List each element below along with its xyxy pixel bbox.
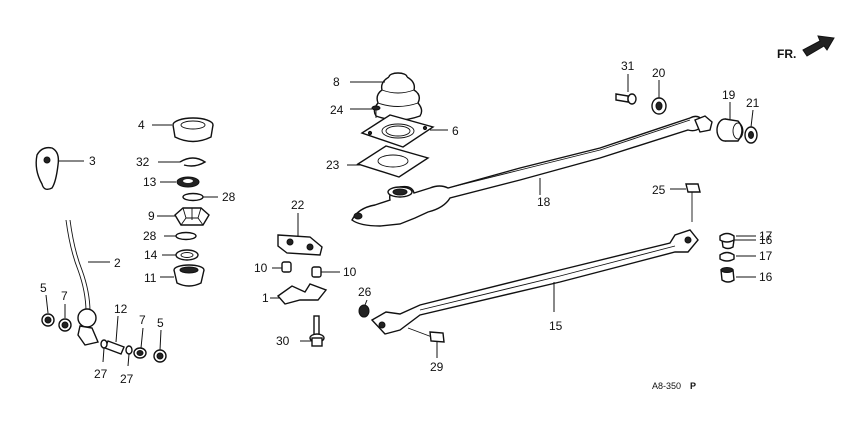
callout-16-upper: 16 xyxy=(759,233,773,247)
shift-knob-part: 3 xyxy=(35,146,96,191)
callout-14: 14 xyxy=(144,248,158,262)
washer-27-right-part: 27 xyxy=(120,345,134,386)
collar-12-part: 12 xyxy=(104,302,128,355)
callout-8: 8 xyxy=(333,75,340,89)
boot-8-part: 8 xyxy=(333,72,423,121)
callout-16-lower: 16 xyxy=(759,270,773,284)
nut-5-left-part: 5 xyxy=(40,281,55,327)
front-arrow-icon xyxy=(802,35,835,57)
stay-1-part: 1 xyxy=(262,283,328,305)
callout-17-lower: 17 xyxy=(759,249,773,263)
diagram-code: A8-350 P xyxy=(652,381,696,391)
ring-14-part: 14 xyxy=(144,248,199,262)
callout-21: 21 xyxy=(746,96,760,110)
callout-24: 24 xyxy=(330,103,344,117)
gasket-23-part: 23 xyxy=(326,145,430,178)
bolt-25-part: 25 xyxy=(652,183,701,222)
holder-11-part: 11 xyxy=(144,264,205,287)
callout-17-upper: 17 xyxy=(759,229,773,243)
bolt-31-part: 31 xyxy=(615,59,637,105)
callout-28-lower: 28 xyxy=(143,229,157,243)
callout-13: 13 xyxy=(143,175,157,189)
callout-10-right: 10 xyxy=(343,265,357,279)
front-direction-indicator: FR. xyxy=(777,35,835,61)
shift-rod-18-part: 18 xyxy=(351,115,713,227)
bracket-22-part: 22 xyxy=(277,198,323,256)
washer-27-left-part: 27 xyxy=(94,339,108,381)
bushing-7-left-part: 7 xyxy=(58,289,72,332)
clip-part: 32 xyxy=(136,155,207,169)
select-rod-15-part: 15 xyxy=(370,229,699,335)
plate-6-part: 6 xyxy=(360,114,459,148)
callout-30: 30 xyxy=(276,334,290,348)
callout-27-right: 27 xyxy=(120,372,134,386)
callout-19: 19 xyxy=(722,88,736,102)
callout-27-left: 27 xyxy=(94,367,108,381)
callout-22: 22 xyxy=(291,198,305,212)
oring-28-lower-part: 28 xyxy=(143,229,197,243)
diagram-code-suffix: P xyxy=(690,381,696,391)
bushing-19-part: 19 xyxy=(716,88,744,142)
callout-23: 23 xyxy=(326,158,340,172)
fr-label: FR. xyxy=(777,47,796,61)
callout-18: 18 xyxy=(537,195,551,209)
nut-5-right-part: 5 xyxy=(153,316,167,363)
callout-31: 31 xyxy=(621,59,635,73)
shift-lever-part: 2 xyxy=(65,219,121,346)
screw-24-part: 24 xyxy=(330,103,381,118)
callout-26: 26 xyxy=(358,285,372,299)
callout-25: 25 xyxy=(652,183,666,197)
bushing-7-right-part: 7 xyxy=(133,313,147,359)
callout-7-left: 7 xyxy=(61,289,68,303)
callout-20: 20 xyxy=(652,66,666,80)
callout-1: 1 xyxy=(262,291,269,305)
callout-6: 6 xyxy=(452,124,459,138)
callout-2: 2 xyxy=(114,256,121,270)
callout-10-left: 10 xyxy=(254,261,268,275)
callout-9: 9 xyxy=(148,209,155,223)
callout-5-left: 5 xyxy=(40,281,47,295)
bolt-30-part: 30 xyxy=(276,315,325,348)
callout-3: 3 xyxy=(89,154,96,168)
washer-21-part: 21 xyxy=(744,96,760,144)
bushing-10-right-part: 10 xyxy=(311,265,357,279)
callout-4: 4 xyxy=(138,118,145,132)
callout-29: 29 xyxy=(430,360,444,374)
callout-11: 11 xyxy=(144,271,157,285)
lever-boot-part: 4 xyxy=(138,117,214,143)
bushing-10-left-part: 10 xyxy=(254,261,292,275)
nut-26-part: 26 xyxy=(358,285,372,318)
bushing-16-lower-part: 16 xyxy=(720,267,773,284)
callout-28-upper: 28 xyxy=(222,190,236,204)
bolt-29-part: 29 xyxy=(407,327,445,374)
callout-12: 12 xyxy=(114,302,128,316)
callout-5-right: 5 xyxy=(157,316,164,330)
oring-28-upper-part: 28 xyxy=(182,190,236,204)
ring-17-upper-item: 17 xyxy=(719,229,773,243)
callout-32: 32 xyxy=(136,155,150,169)
bushing-9-part: 9 xyxy=(148,207,210,226)
callout-7-right: 7 xyxy=(139,313,146,327)
ring-17-lower-part: 17 xyxy=(719,249,773,263)
diagram-code-text: A8-350 xyxy=(652,381,681,391)
ring-13-part: 13 xyxy=(143,175,200,189)
bushing-20-part: 20 xyxy=(651,66,667,115)
callout-15: 15 xyxy=(549,319,563,333)
